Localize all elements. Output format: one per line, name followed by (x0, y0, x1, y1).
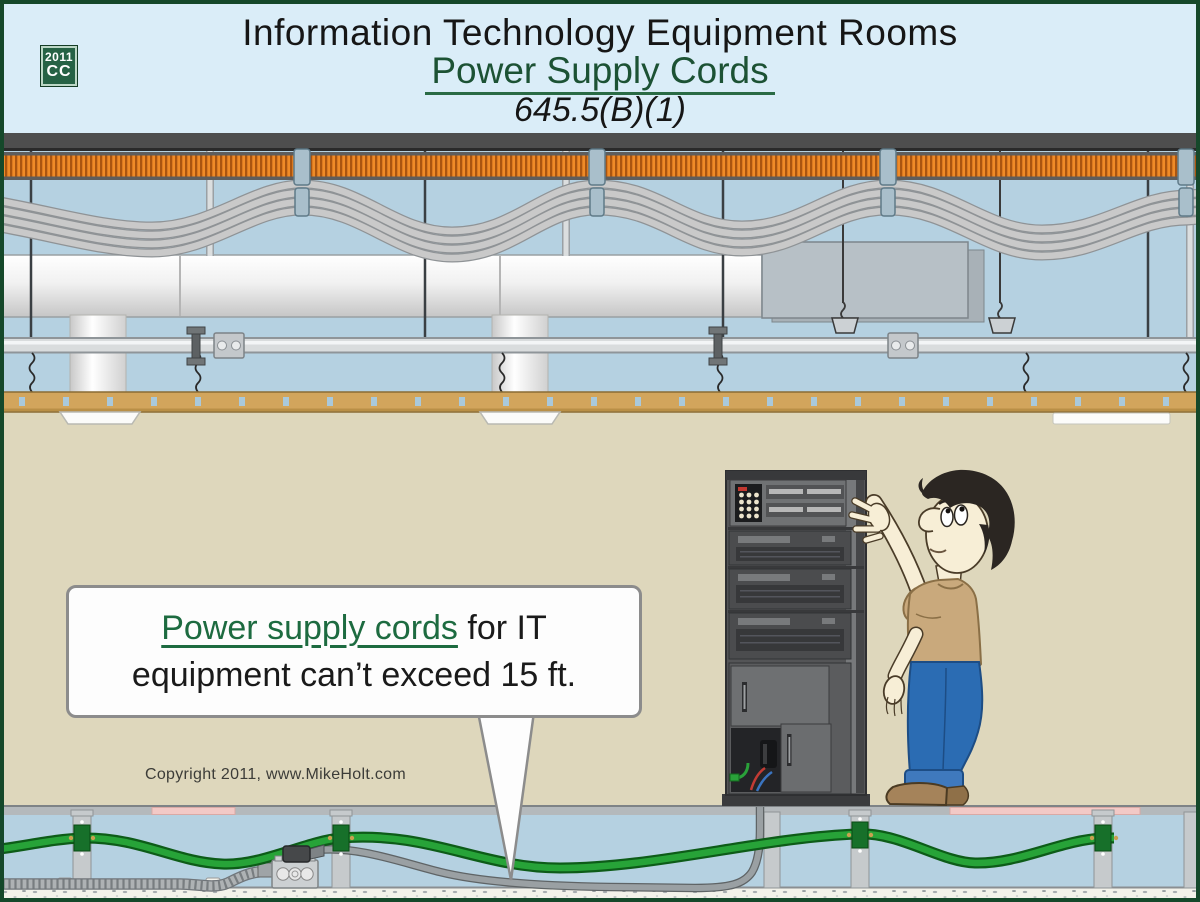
background-bands (4, 4, 1196, 898)
shoe-front (885, 782, 949, 807)
pipe-clamp (708, 326, 728, 366)
ceiling-slab (4, 133, 1196, 150)
floor-tile-pink (949, 807, 1141, 815)
hanging-hand (882, 675, 906, 717)
bubble-rest: for IT equipment can’t exceed 15 ft. (131, 608, 577, 694)
rack-control-panel (729, 479, 847, 527)
receptacle-box (271, 855, 319, 889)
duct-hanger-bracket (831, 317, 859, 334)
shirt-torso (906, 577, 983, 669)
power-cord-gray (317, 807, 765, 893)
page-subtitle: Power Supply Cords (4, 50, 1196, 95)
page-title: Information Technology Equipment Rooms (242, 12, 958, 53)
raised-floor (4, 805, 1196, 815)
tray-clamp (879, 148, 897, 217)
nose (918, 507, 941, 533)
rack-server-unit (728, 568, 852, 610)
badge-edition: CC (46, 63, 72, 80)
conduit-pipe (4, 326, 1196, 393)
tray-clamp (588, 148, 606, 217)
rack-server-unit (728, 612, 852, 660)
sideburn (979, 524, 990, 554)
code-year-badge: 2011 CC (40, 45, 78, 87)
bubble-highlight: Power supply cords (161, 608, 458, 647)
ceiling-lights (58, 411, 1171, 425)
pipe-coupling (213, 332, 245, 359)
equipment-plug (760, 740, 777, 768)
wire-blue (755, 770, 773, 792)
technician (848, 469, 1015, 807)
flexible-metal-conduit (4, 862, 273, 892)
recessed-light (1052, 412, 1171, 425)
keypad-buttons (739, 492, 759, 519)
underfloor-wiring (4, 807, 1196, 893)
cable-clamp (327, 820, 355, 856)
pipe-clamp (186, 326, 206, 366)
hair (922, 469, 1015, 570)
underfloor-space (4, 815, 1196, 888)
suspended-ceiling (4, 391, 1196, 413)
duct-drop (69, 314, 127, 394)
air-handler-unit (761, 151, 1016, 334)
tray-clamp (293, 148, 311, 217)
speech-bubble-text: Power supply cords for IT equipment can’… (83, 605, 625, 699)
recessed-light (478, 411, 562, 425)
cable-clamp (1089, 820, 1119, 856)
cable-clamp (68, 820, 96, 856)
duct-hanger-bracket (988, 317, 1016, 334)
pipe-coupling (887, 332, 919, 359)
outlet (300, 867, 314, 881)
status-led (738, 487, 747, 491)
rack-plinth (722, 794, 870, 806)
floor-tile-pink (151, 807, 236, 815)
tray-clamps (293, 148, 1195, 217)
branch-circuit-cable-green (4, 828, 1114, 874)
cabinet-door (730, 665, 830, 727)
duct-drop (491, 314, 549, 394)
cable-clamp (846, 817, 874, 853)
mouth (929, 548, 947, 554)
outlet (276, 867, 290, 881)
subtitle-underlined: Power Supply Cords (425, 50, 775, 95)
rack-server-unit (728, 530, 852, 566)
rack-cabinet (728, 662, 852, 795)
speech-bubble: Power supply cords for IT equipment can’… (66, 585, 642, 718)
wire-red (749, 766, 766, 791)
outlet (288, 867, 302, 881)
server-rack (722, 470, 870, 806)
concrete-slab (4, 887, 1196, 898)
cord-plug (282, 844, 325, 863)
cable-clamps-green (68, 817, 1119, 856)
code-reference: 645.5(B)(1) (514, 91, 686, 129)
head (918, 469, 1015, 574)
tray-clamp (1177, 148, 1195, 217)
recessed-light (58, 411, 142, 425)
badge-year: 2011 (44, 50, 74, 64)
copyright-notice: Copyright 2011, www.MikeHolt.com (145, 766, 406, 783)
reaching-hand (848, 497, 891, 544)
scene-illustration (4, 4, 1196, 898)
hvac-duct (4, 254, 763, 394)
